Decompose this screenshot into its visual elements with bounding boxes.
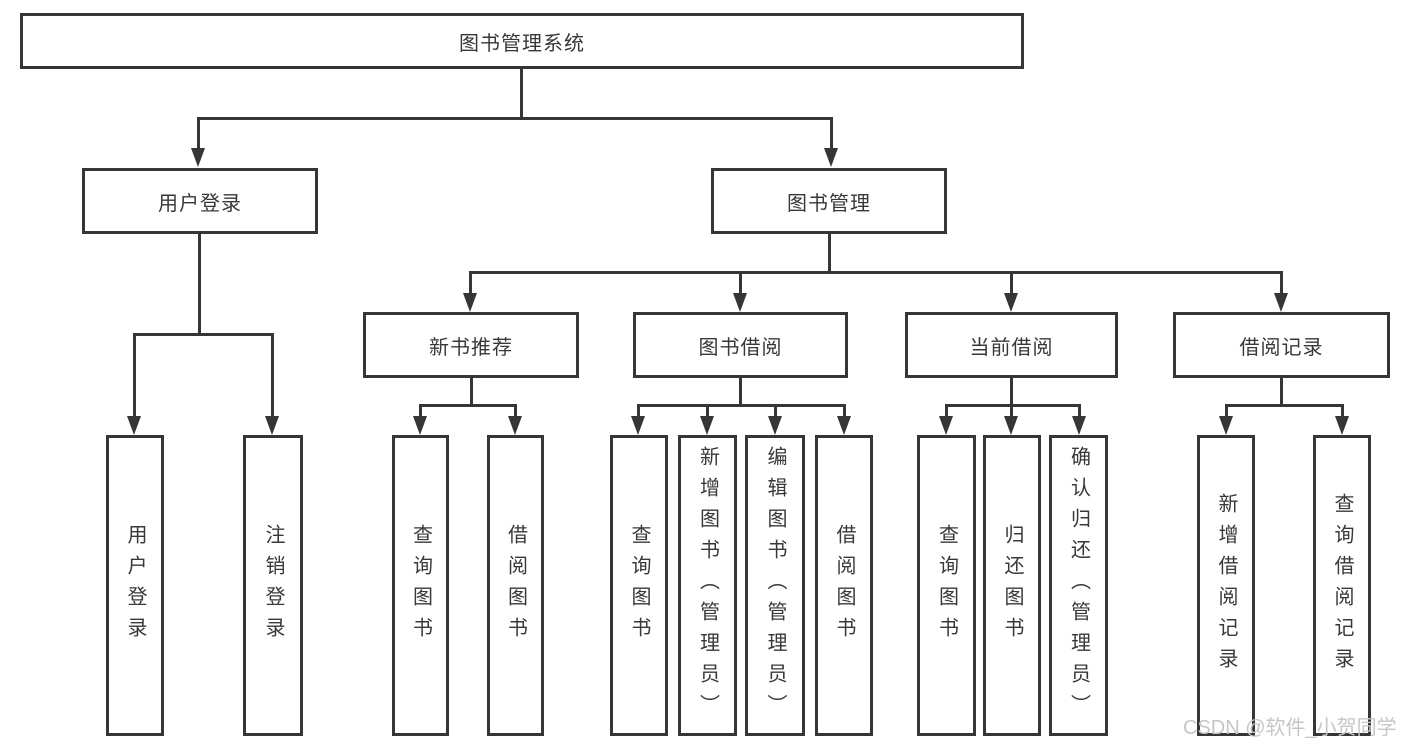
node-label: 用户登录 xyxy=(158,192,242,215)
connector-line xyxy=(706,404,709,418)
connector-line xyxy=(514,404,517,418)
connector-line xyxy=(419,404,517,407)
connector-line xyxy=(1341,404,1344,418)
arrow-down-icon xyxy=(463,293,477,312)
connector-line xyxy=(1078,404,1081,418)
connector-line xyxy=(1010,271,1013,295)
arrow-down-icon xyxy=(127,416,141,435)
node-borrow-books: 借阅图书 xyxy=(815,435,873,736)
connector-line xyxy=(1010,404,1013,418)
connector-line xyxy=(469,271,1283,274)
arrow-down-icon xyxy=(1004,416,1018,435)
node-label: 编辑图书（管理员） xyxy=(764,446,786,725)
connector-line xyxy=(945,404,948,418)
node-book-borrowing: 图书借阅 xyxy=(633,312,848,378)
arrow-down-icon xyxy=(413,416,427,435)
connector-line xyxy=(774,404,777,418)
node-edit-book-admin: 编辑图书（管理员） xyxy=(745,435,805,736)
arrow-down-icon xyxy=(1219,416,1233,435)
node-query-borrow-record: 查询借阅记录 xyxy=(1313,435,1371,736)
connector-line xyxy=(1225,404,1343,407)
node-label: 当前借阅 xyxy=(969,336,1054,359)
connector-line xyxy=(1010,377,1013,406)
node-query-books-borrow: 查询图书 xyxy=(610,435,668,736)
node-label: 查询图书 xyxy=(628,523,650,648)
connector-line xyxy=(133,333,274,336)
arrow-down-icon xyxy=(1072,416,1086,435)
connector-line xyxy=(828,233,831,274)
node-label: 新增借阅记录 xyxy=(1215,492,1237,679)
node-label: 用户登录 xyxy=(124,523,146,648)
watermark-text: CSDN @软件_小贺同学 xyxy=(1183,717,1397,739)
connector-line xyxy=(469,271,472,295)
arrow-down-icon xyxy=(733,293,747,312)
connector-line xyxy=(739,377,742,406)
node-user-login: 用户登录 xyxy=(82,168,318,234)
node-label: 借阅记录 xyxy=(1239,336,1324,359)
node-label: 查询借阅记录 xyxy=(1331,492,1353,679)
connector-line xyxy=(271,333,274,418)
connector-line xyxy=(843,404,846,418)
node-label: 新增图书（管理员） xyxy=(696,446,719,725)
node-user-login-leaf: 用户登录 xyxy=(106,435,164,736)
node-label: 注销登录 xyxy=(262,523,284,648)
connector-line xyxy=(830,117,833,150)
arrow-down-icon xyxy=(1004,293,1018,312)
arrow-down-icon xyxy=(768,416,782,435)
arrow-down-icon xyxy=(837,416,851,435)
node-label: 借阅图书 xyxy=(504,523,527,648)
connector-line xyxy=(197,117,200,150)
connector-line xyxy=(1225,404,1228,418)
arrow-down-icon xyxy=(508,416,522,435)
connector-line xyxy=(197,117,832,120)
arrow-down-icon xyxy=(1335,416,1349,435)
node-return-books: 归还图书 xyxy=(983,435,1041,736)
node-confirm-return-admin: 确认归还（管理员） xyxy=(1049,435,1108,736)
node-current-borrowing: 当前借阅 xyxy=(905,312,1118,378)
node-query-books-current: 查询图书 xyxy=(917,435,976,736)
arrow-down-icon xyxy=(939,416,953,435)
node-root-label: 图书管理系统 xyxy=(459,32,585,55)
arrow-down-icon xyxy=(191,148,205,167)
connector-line xyxy=(637,404,640,418)
connector-line xyxy=(133,333,136,418)
node-label: 新书推荐 xyxy=(429,336,513,359)
node-label: 确认归还（管理员） xyxy=(1067,446,1090,725)
arrow-down-icon xyxy=(1274,293,1288,312)
connector-line xyxy=(739,271,742,295)
node-borrow-records: 借阅记录 xyxy=(1173,312,1390,378)
connector-line xyxy=(1280,377,1283,406)
node-new-book-recommend: 新书推荐 xyxy=(363,312,579,378)
node-label: 图书借阅 xyxy=(698,336,783,359)
connector-line xyxy=(470,377,473,406)
connector-line xyxy=(520,69,523,119)
node-book-management: 图书管理 xyxy=(711,168,947,234)
node-logout: 注销登录 xyxy=(243,435,303,736)
connector-line xyxy=(637,404,845,407)
node-label: 查询图书 xyxy=(935,523,958,648)
node-add-borrow-record: 新增借阅记录 xyxy=(1197,435,1255,736)
node-root: 图书管理系统 xyxy=(20,13,1024,69)
node-add-book-admin: 新增图书（管理员） xyxy=(678,435,737,736)
arrow-down-icon xyxy=(824,148,838,167)
node-label: 借阅图书 xyxy=(833,523,855,648)
connector-line xyxy=(198,233,201,335)
arrow-down-icon xyxy=(631,416,645,435)
node-label: 归还图书 xyxy=(1001,523,1023,648)
node-label: 图书管理 xyxy=(787,192,871,215)
connector-line xyxy=(419,404,422,418)
node-query-books-recommend: 查询图书 xyxy=(392,435,449,736)
connector-line xyxy=(1280,271,1283,295)
arrow-down-icon xyxy=(700,416,714,435)
node-label: 查询图书 xyxy=(409,523,432,648)
node-borrow-books-recommend: 借阅图书 xyxy=(487,435,544,736)
arrow-down-icon xyxy=(265,416,279,435)
